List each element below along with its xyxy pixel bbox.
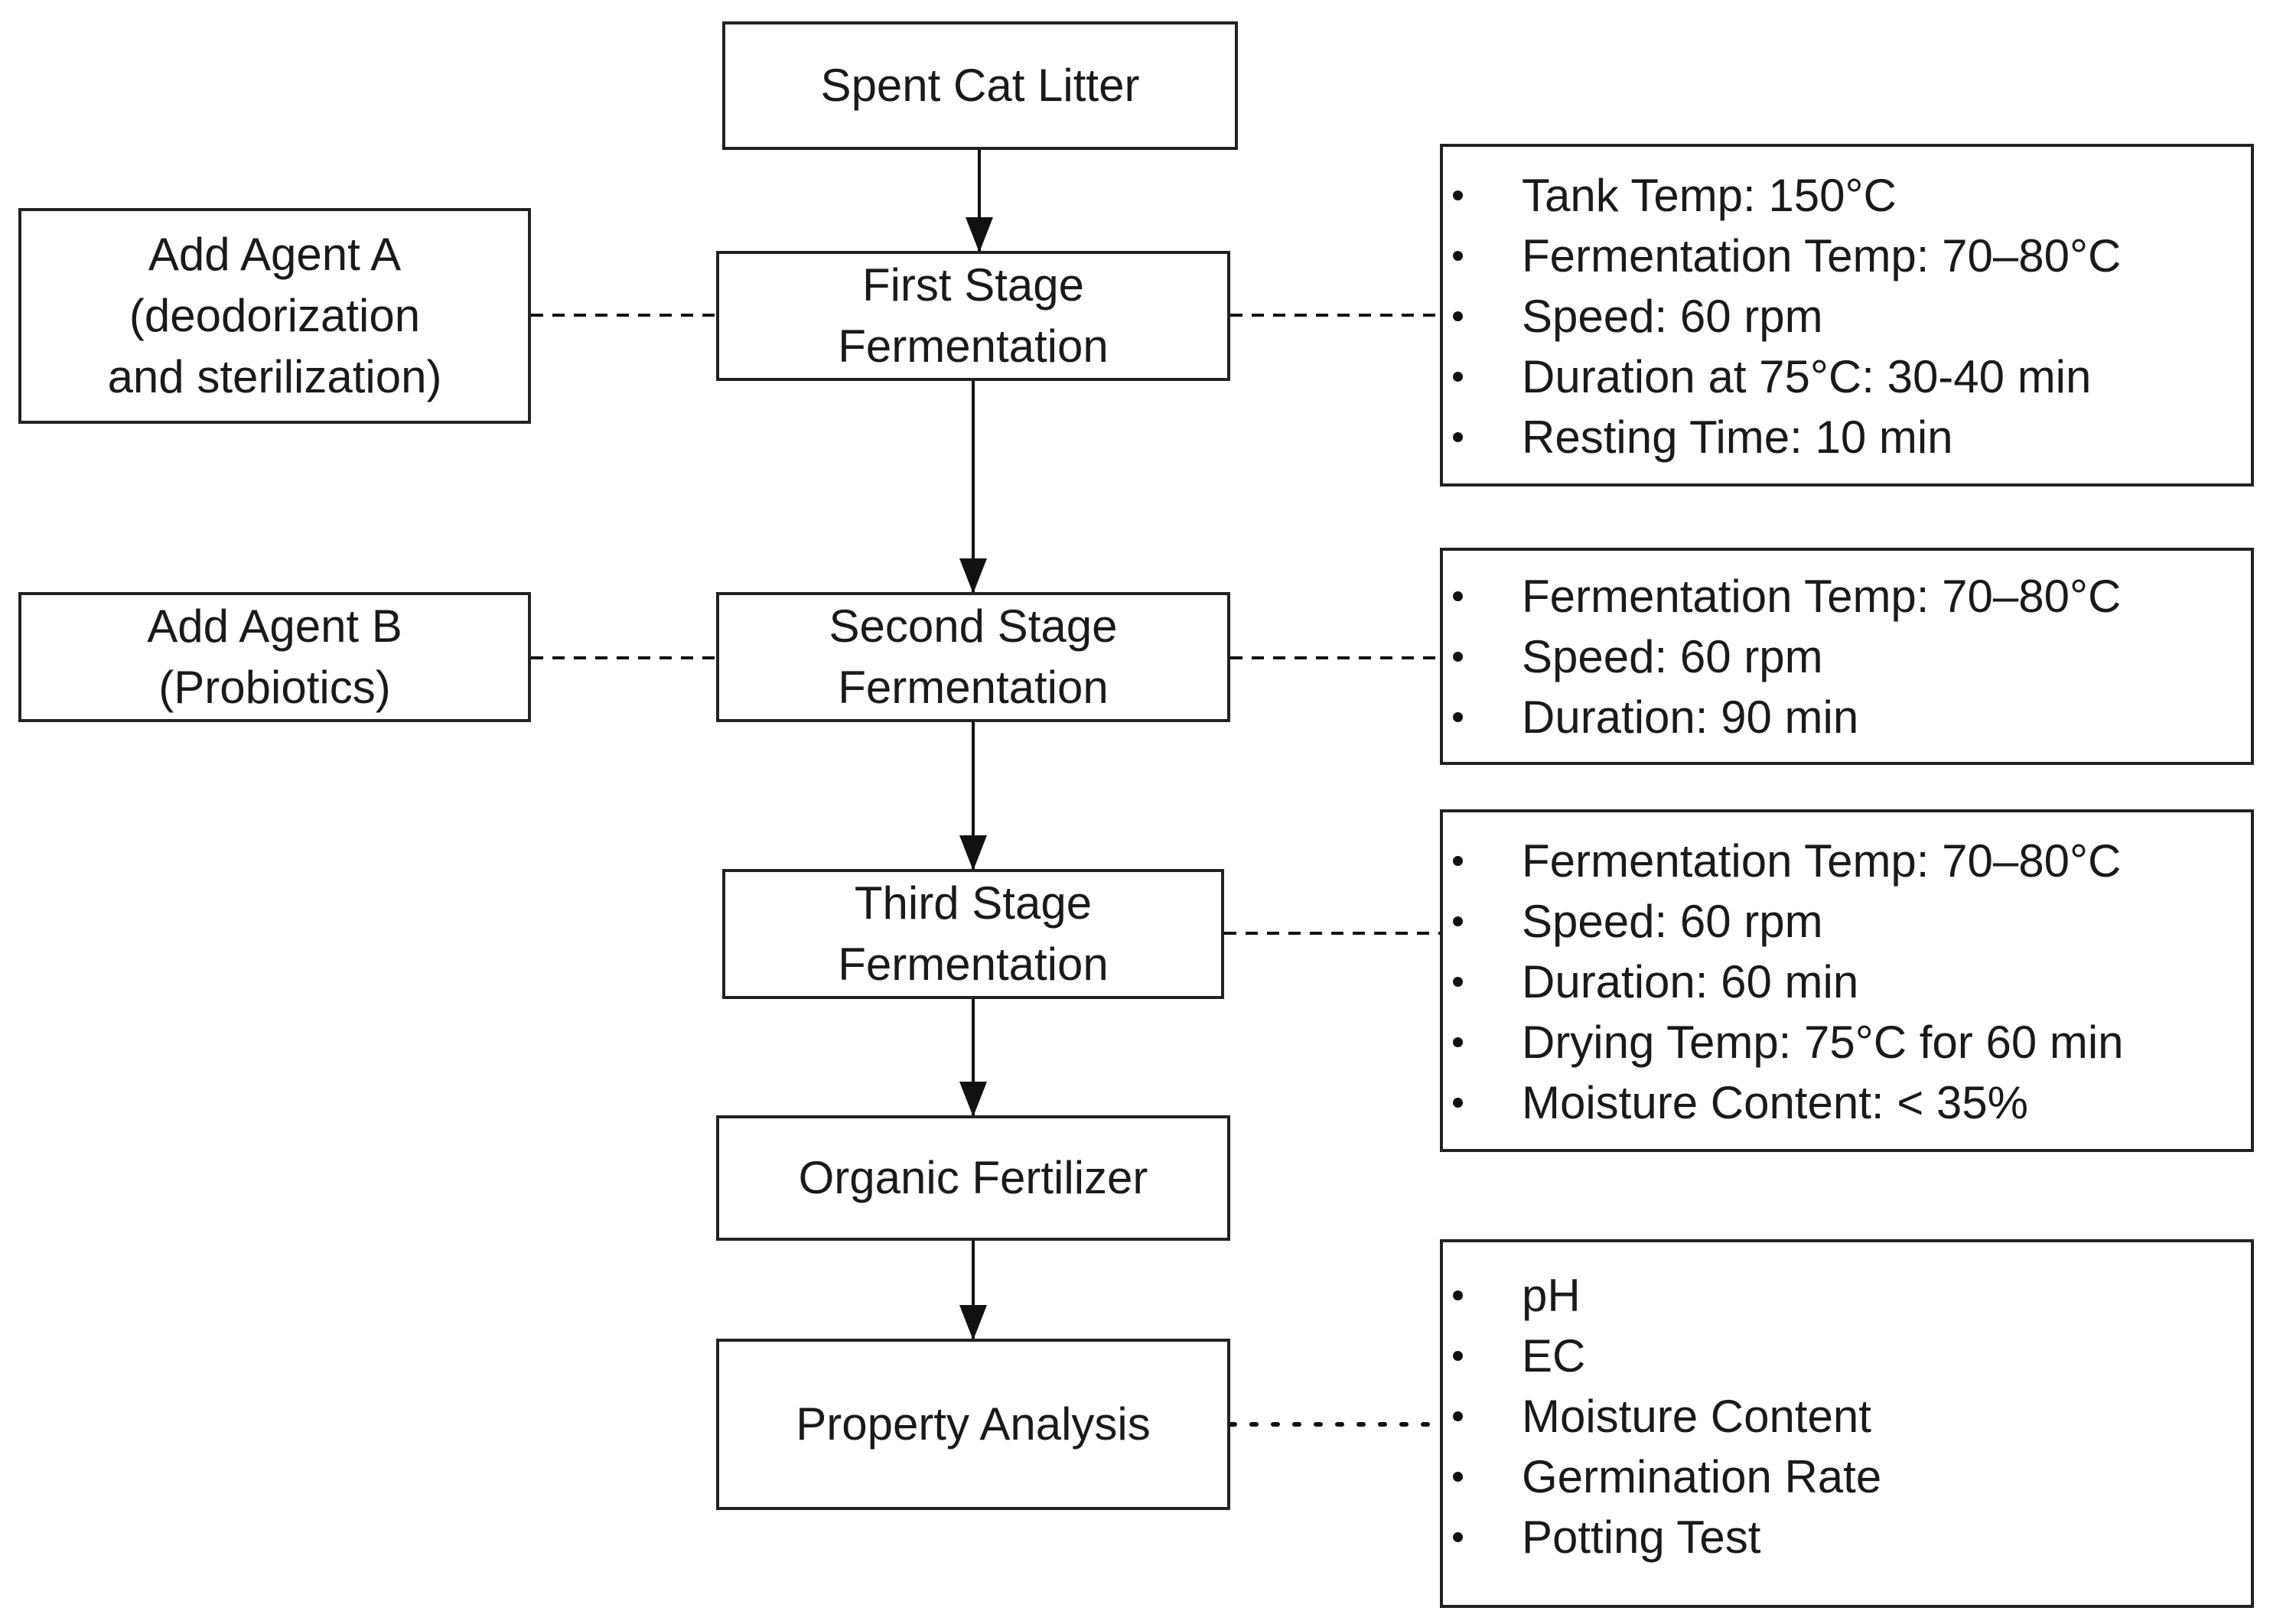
- param-item: Speed: 60 rpm: [1443, 891, 2124, 952]
- node-label-line: First Stage: [861, 259, 1085, 311]
- node-label-line: Second Stage: [829, 600, 1118, 652]
- param-item: Potting Test: [1443, 1507, 1881, 1567]
- param-item: Moisture Content: < 35%: [1443, 1072, 2124, 1133]
- params-second-stage: Fermentation Temp: 70–80°C Speed: 60 rpm…: [1440, 548, 2254, 765]
- param-item: pH: [1443, 1265, 1881, 1326]
- node-first-stage-fermentation: First Stage Fermentation: [716, 251, 1230, 381]
- params-property-analysis-list: pH EC Moisture Content Germination Rate …: [1443, 1265, 1881, 1567]
- node-add-agent-a: Add Agent A (deodorization and steriliza…: [18, 208, 531, 424]
- node-spent-cat-litter-label: Spent Cat Litter: [821, 55, 1140, 116]
- params-property-analysis: pH EC Moisture Content Germination Rate …: [1440, 1239, 2254, 1608]
- arrowhead-second: [959, 558, 987, 594]
- param-item: EC: [1443, 1326, 1881, 1386]
- node-second-stage-label: Second Stage Fermentation: [829, 596, 1118, 718]
- node-second-stage-fermentation: Second Stage Fermentation: [716, 592, 1230, 722]
- node-label-line: Fermentation: [838, 321, 1109, 372]
- node-property-analysis-label: Property Analysis: [796, 1394, 1151, 1455]
- arrowhead-third: [959, 835, 987, 871]
- arrowhead-first: [966, 217, 993, 252]
- params-second-stage-list: Fermentation Temp: 70–80°C Speed: 60 rpm…: [1443, 566, 2121, 747]
- params-third-stage: Fermentation Temp: 70–80°C Speed: 60 rpm…: [1440, 809, 2254, 1152]
- node-label-line: Third Stage: [854, 877, 1093, 929]
- node-label-line: Organic Fertilizer: [798, 1152, 1148, 1203]
- node-add-agent-b: Add Agent B (Probiotics): [18, 592, 531, 722]
- param-item: Speed: 60 rpm: [1443, 286, 2121, 347]
- params-third-stage-list: Fermentation Temp: 70–80°C Speed: 60 rpm…: [1443, 831, 2124, 1133]
- param-item: Resting Time: 10 min: [1443, 407, 2121, 467]
- node-label-line: Fermentation: [838, 662, 1109, 713]
- node-label-line: Spent Cat Litter: [820, 60, 1140, 111]
- param-item: Fermentation Temp: 70–80°C: [1443, 226, 2121, 286]
- param-item: Duration: 90 min: [1443, 687, 2121, 747]
- node-label-line: Fermentation: [838, 939, 1109, 990]
- node-agent-b-label: Add Agent B (Probiotics): [147, 596, 402, 718]
- node-organic-fertilizer-label: Organic Fertilizer: [799, 1147, 1148, 1209]
- params-first-stage: Tank Temp: 150°C Fermentation Temp: 70–8…: [1440, 144, 2254, 487]
- node-label-line: Add Agent B: [147, 600, 402, 652]
- arrowhead-fertilizer: [959, 1082, 987, 1117]
- param-item: Germination Rate: [1443, 1447, 1881, 1507]
- param-item: Fermentation Temp: 70–80°C: [1443, 831, 2124, 891]
- params-first-stage-list: Tank Temp: 150°C Fermentation Temp: 70–8…: [1443, 165, 2121, 467]
- node-label-line: Property Analysis: [796, 1398, 1151, 1450]
- node-label-line: (deodorization: [129, 290, 421, 341]
- node-third-stage-fermentation: Third Stage Fermentation: [722, 869, 1224, 999]
- node-spent-cat-litter: Spent Cat Litter: [722, 21, 1238, 150]
- param-item: Drying Temp: 75°C for 60 min: [1443, 1012, 2124, 1072]
- arrowhead-analysis: [959, 1305, 987, 1340]
- param-item: Tank Temp: 150°C: [1443, 165, 2121, 226]
- param-item: Duration: 60 min: [1443, 952, 2124, 1012]
- param-item: Duration at 75°C: 30-40 min: [1443, 347, 2121, 407]
- param-item: Moisture Content: [1443, 1386, 1881, 1447]
- node-label-line: (Probiotics): [158, 662, 391, 713]
- node-agent-a-label: Add Agent A (deodorization and steriliza…: [108, 224, 442, 408]
- node-first-stage-label: First Stage Fermentation: [838, 255, 1109, 377]
- param-item: Speed: 60 rpm: [1443, 626, 2121, 687]
- node-third-stage-label: Third Stage Fermentation: [838, 873, 1109, 995]
- node-label-line: and sterilization): [107, 351, 442, 402]
- node-organic-fertilizer: Organic Fertilizer: [716, 1115, 1230, 1241]
- node-label-line: Add Agent A: [148, 229, 402, 280]
- node-property-analysis: Property Analysis: [716, 1339, 1230, 1510]
- param-item: Fermentation Temp: 70–80°C: [1443, 566, 2121, 626]
